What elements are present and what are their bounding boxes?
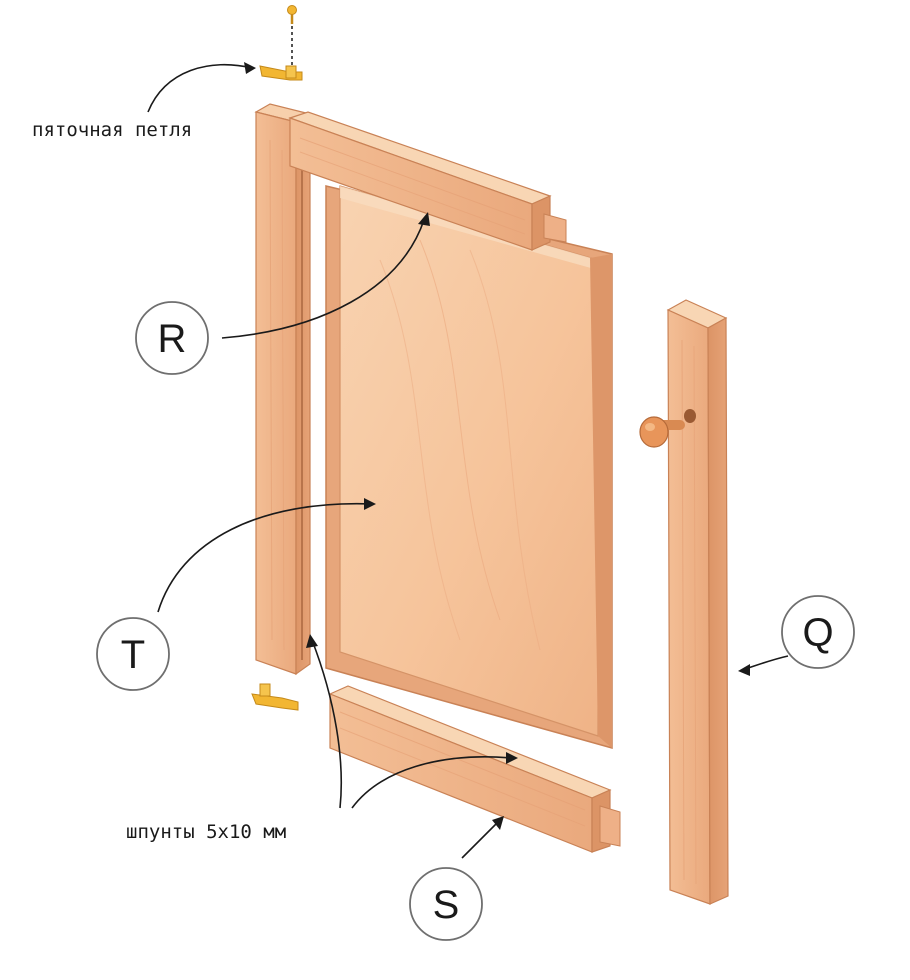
leader-r <box>221 219 425 339</box>
arrowhead-grooves-left <box>306 634 318 648</box>
leader-t <box>157 502 373 613</box>
panel-t <box>325 185 613 749</box>
leader-heel-hinge <box>147 63 253 113</box>
label-heel-hinge: пяточная петля <box>32 119 192 141</box>
callout-r: R <box>135 301 209 375</box>
bottom-rail-s <box>328 685 621 853</box>
arrowhead-q <box>738 664 750 676</box>
callout-t: T <box>96 617 170 691</box>
arrowhead-s <box>492 816 504 830</box>
callout-s-letter: S <box>433 883 460 927</box>
callout-t-letter: T <box>121 633 145 677</box>
bottom-hinge-icon <box>251 683 299 711</box>
right-stile-q <box>666 299 729 905</box>
top-rail-r <box>288 111 567 251</box>
knob-icon <box>639 416 685 448</box>
callout-s: S <box>409 867 483 941</box>
arrowhead-t <box>364 498 376 510</box>
callout-r-letter: R <box>158 317 187 361</box>
leader-grooves-left <box>311 639 343 809</box>
leader-s <box>461 819 501 859</box>
arrowhead-grooves-right <box>506 752 518 764</box>
left-stile <box>254 103 312 676</box>
screw-icon <box>287 5 297 24</box>
callout-q-letter: Q <box>802 611 833 655</box>
leader-grooves-right <box>351 756 513 809</box>
label-grooves: шпунты 5x10 мм <box>126 821 286 843</box>
arrowhead-heel-hinge <box>244 62 256 74</box>
arrowhead-r <box>418 212 430 226</box>
callout-q: Q <box>781 595 855 669</box>
top-hinge-icon <box>259 65 303 81</box>
